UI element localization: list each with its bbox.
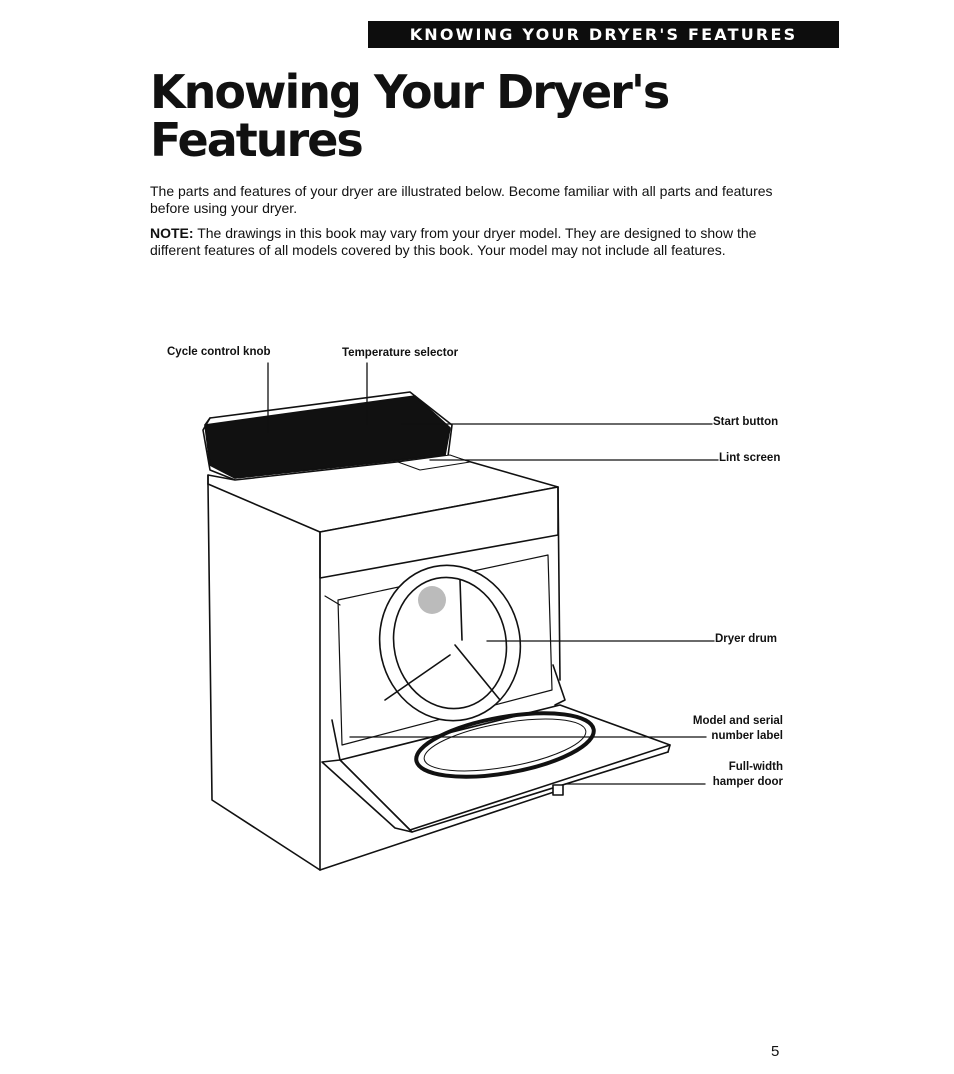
lint-screen-label: Lint screen [719,452,781,464]
door-opening [337,554,553,746]
hamper-door-label-line-2: hamper door [712,776,783,788]
hamper-door-label: Full-width hamper door [650,760,783,790]
page-number: 5 [771,1043,780,1060]
note-paragraph: NOTE: The drawings in this book may vary… [150,225,800,259]
lint-screen-panel [397,454,471,471]
intro-paragraph: The parts and features of your dryer are… [150,183,773,216]
page-title-line-1: Knowing Your Dryer's [150,65,670,119]
model-serial-label-line-1: Model and serial [692,715,783,727]
model-serial-label-line-2: number label [711,730,783,742]
cabinet-left-side [207,483,321,871]
dryer-drum [378,564,522,722]
note-label: NOTE: [150,225,194,241]
page-title: Knowing Your Dryer's Features [150,68,750,164]
section-header-banner: KNOWING YOUR DRYER'S FEATURES [368,21,839,48]
start-button-label: Start button [713,416,779,428]
hamper-door-label-line-1: Full-width [728,761,783,773]
cycle-control-knob-label: Cycle control knob [167,346,271,358]
model-serial-label: Model and serial number label [650,714,783,744]
dryer-drum-label: Dryer drum [715,633,777,645]
page-title-line-2: Features [150,113,364,167]
note-text: The drawings in this book may vary from … [150,225,757,258]
door-shelf [414,711,596,779]
temperature-selector-label: Temperature selector [342,347,459,359]
section-header-text: KNOWING YOUR DRYER'S FEATURES [409,25,798,44]
